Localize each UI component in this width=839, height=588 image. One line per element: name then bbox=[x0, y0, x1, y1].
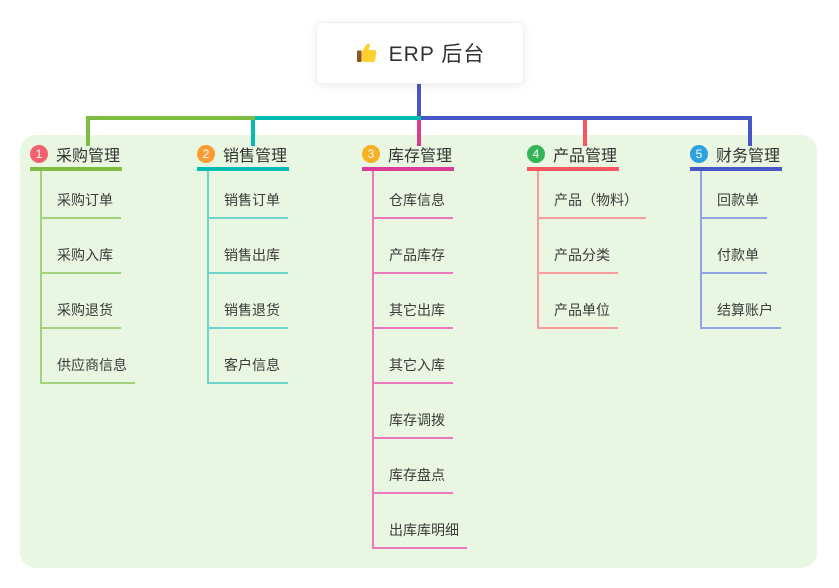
node-product-stock[interactable]: 产品库存 bbox=[374, 219, 453, 274]
node-other-inbound[interactable]: 其它入库 bbox=[374, 329, 453, 384]
branch-label: 采购管理 bbox=[56, 148, 121, 165]
root-title: ERP 后台 bbox=[388, 43, 486, 66]
branch-items-inventory: 仓库信息 产品库存 其它出库 其它入库 库存调拨 库存盘点 出库库明细 bbox=[372, 171, 467, 549]
node-warehouse-info[interactable]: 仓库信息 bbox=[374, 171, 453, 219]
branch-header-purchase[interactable]: 1 采购管理 bbox=[30, 145, 123, 171]
branch-sales-management: 2 销售管理 销售订单 销售出库 销售退货 客户信息 bbox=[197, 145, 290, 384]
thumbs-up-icon bbox=[355, 41, 379, 65]
branch-label: 销售管理 bbox=[223, 148, 288, 165]
node-supplier-info[interactable]: 供应商信息 bbox=[42, 329, 135, 384]
node-outbound-detail[interactable]: 出库库明细 bbox=[374, 494, 467, 549]
branch-label: 产品管理 bbox=[553, 148, 618, 165]
mindmap-background-panel bbox=[20, 135, 817, 568]
node-other-outbound[interactable]: 其它出库 bbox=[374, 274, 453, 329]
branch-inventory-management: 3 库存管理 仓库信息 产品库存 其它出库 其它入库 库存调拨 库存盘点 出库库… bbox=[362, 145, 467, 549]
node-product-unit[interactable]: 产品单位 bbox=[539, 274, 618, 329]
branch-header-sales[interactable]: 2 销售管理 bbox=[197, 145, 290, 171]
node-product-material[interactable]: 产品（物料） bbox=[539, 171, 646, 219]
branch-items-finance: 回款单 付款单 结算账户 bbox=[700, 171, 781, 329]
branch-purchase-management: 1 采购管理 采购订单 采购入库 采购退货 供应商信息 bbox=[30, 145, 135, 384]
badge-3: 3 bbox=[362, 145, 380, 163]
node-stock-check[interactable]: 库存盘点 bbox=[374, 439, 453, 494]
node-payment-order[interactable]: 付款单 bbox=[702, 219, 767, 274]
node-sales-outbound[interactable]: 销售出库 bbox=[209, 219, 288, 274]
node-product-category[interactable]: 产品分类 bbox=[539, 219, 618, 274]
badge-5: 5 bbox=[690, 145, 708, 163]
branch-finance-management: 5 财务管理 回款单 付款单 结算账户 bbox=[690, 145, 783, 329]
branch-label: 库存管理 bbox=[388, 148, 453, 165]
branch-header-inventory[interactable]: 3 库存管理 bbox=[362, 145, 455, 171]
node-sales-return[interactable]: 销售退货 bbox=[209, 274, 288, 329]
branch-label: 财务管理 bbox=[716, 148, 781, 165]
node-settlement-account[interactable]: 结算账户 bbox=[702, 274, 781, 329]
node-stock-transfer[interactable]: 库存调拨 bbox=[374, 384, 453, 439]
root-node-erp[interactable]: ERP 后台 bbox=[316, 22, 524, 84]
node-receipt-order[interactable]: 回款单 bbox=[702, 171, 767, 219]
node-sales-order[interactable]: 销售订单 bbox=[209, 171, 288, 219]
badge-1: 1 bbox=[30, 145, 48, 163]
node-customer-info[interactable]: 客户信息 bbox=[209, 329, 288, 384]
branch-header-finance[interactable]: 5 财务管理 bbox=[690, 145, 783, 171]
badge-4: 4 bbox=[527, 145, 545, 163]
branch-header-product[interactable]: 4 产品管理 bbox=[527, 145, 620, 171]
node-purchase-inbound[interactable]: 采购入库 bbox=[42, 219, 121, 274]
badge-2: 2 bbox=[197, 145, 215, 163]
branch-items-sales: 销售订单 销售出库 销售退货 客户信息 bbox=[207, 171, 288, 384]
branch-items-purchase: 采购订单 采购入库 采购退货 供应商信息 bbox=[40, 171, 135, 384]
branch-product-management: 4 产品管理 产品（物料） 产品分类 产品单位 bbox=[527, 145, 646, 329]
node-purchase-return[interactable]: 采购退货 bbox=[42, 274, 121, 329]
branch-items-product: 产品（物料） 产品分类 产品单位 bbox=[537, 171, 646, 329]
node-purchase-order[interactable]: 采购订单 bbox=[42, 171, 121, 219]
